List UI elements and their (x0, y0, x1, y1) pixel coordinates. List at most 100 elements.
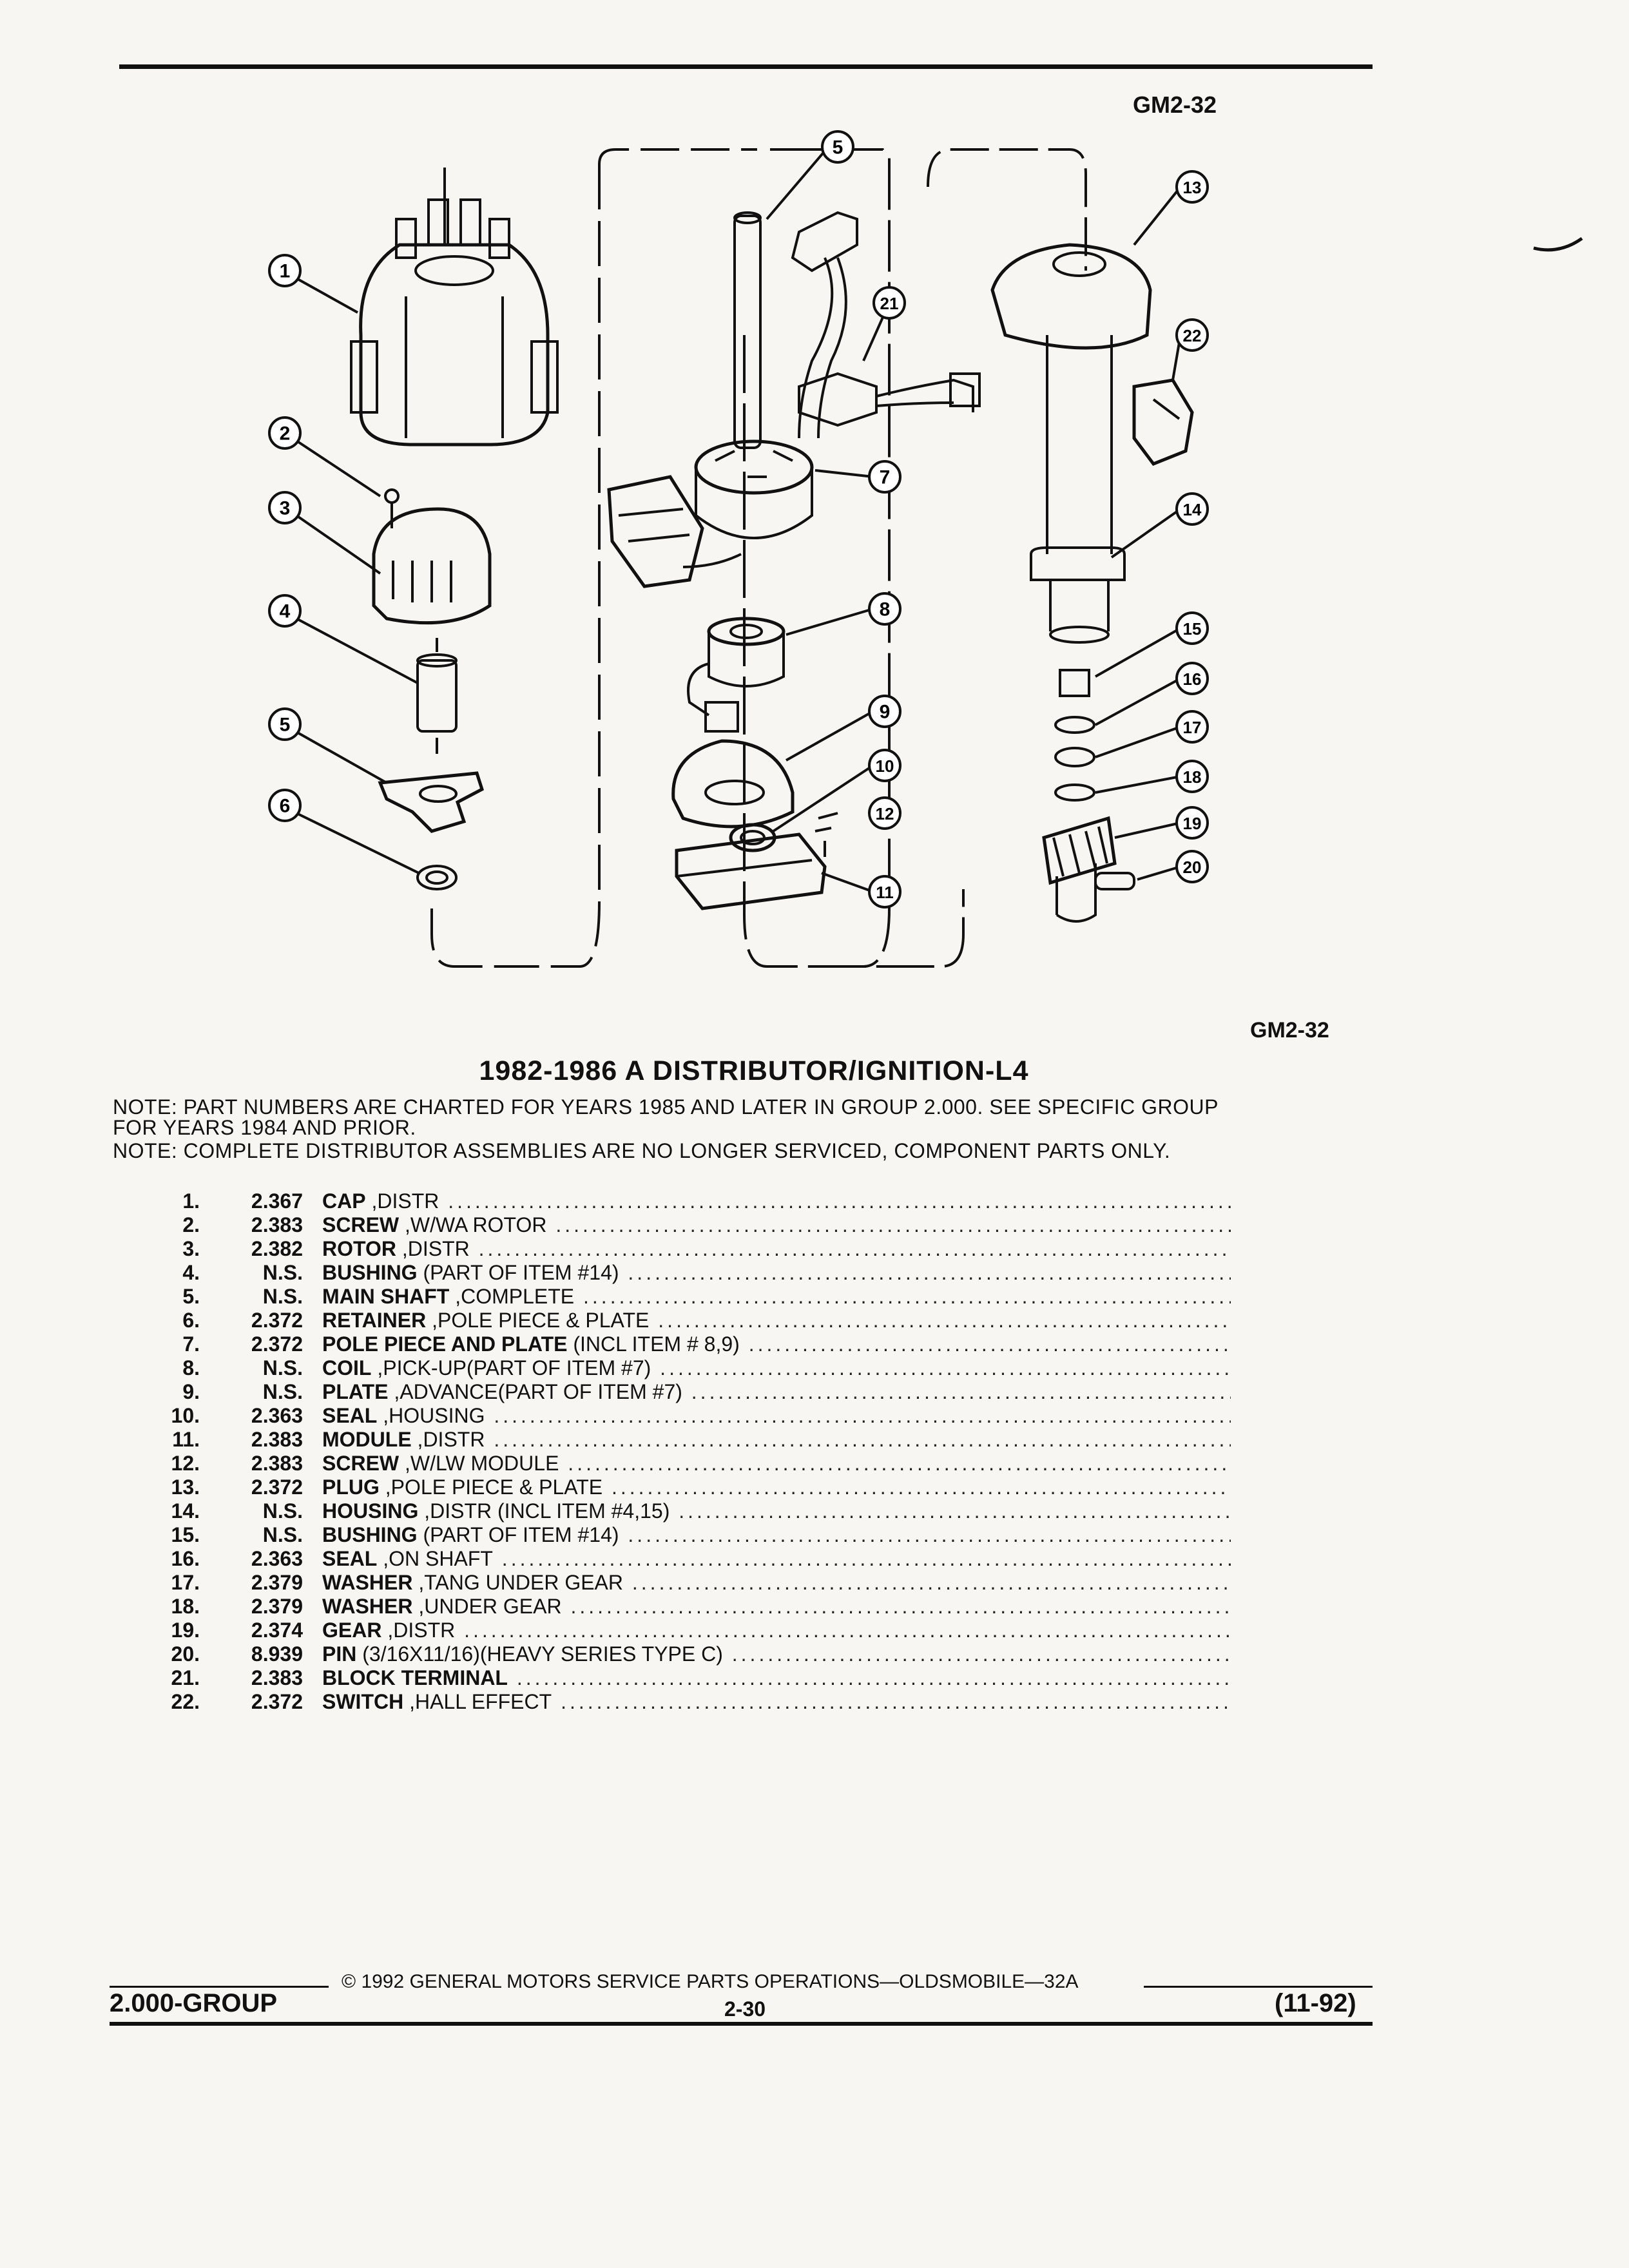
part-description: SCREW ,W/WA ROTOR ......................… (303, 1213, 1231, 1237)
part-item-number: 5. (182, 1285, 200, 1308)
part-detail: ,TANG UNDER GEAR (412, 1571, 623, 1594)
part-description: GEAR ,DISTR ............................… (303, 1619, 1231, 1642)
svg-text:1: 1 (280, 261, 291, 282)
leader-dots: ........................................… (570, 1595, 1231, 1618)
callout-12: 12 (868, 796, 901, 830)
part-item-number: 6. (182, 1309, 200, 1332)
part-detail: ,DISTR (381, 1619, 456, 1642)
part-group-number: 2.374 (251, 1619, 303, 1642)
part-name: POLE PIECE AND PLATE (322, 1332, 568, 1356)
callout-21: 21 (872, 286, 906, 320)
svg-text:5: 5 (833, 137, 843, 159)
callout-16: 16 (1175, 662, 1209, 695)
svg-text:10: 10 (876, 756, 894, 776)
part-item-number: 22. (171, 1690, 200, 1713)
part-group-number: 2.382 (251, 1237, 303, 1260)
callout-14: 14 (1175, 492, 1209, 526)
part-name: CAP (322, 1189, 366, 1213)
part-name: COIL (322, 1356, 372, 1379)
leader-dots: ........................................… (568, 1452, 1231, 1475)
leader-dots: ........................................… (731, 1642, 1231, 1666)
part-description: HOUSING ,DISTR (INCL ITEM #4,15) .......… (303, 1499, 1231, 1523)
part-group-number: N.S. (262, 1261, 303, 1284)
part-group-number: 2.372 (251, 1475, 303, 1499)
svg-text:2: 2 (280, 423, 291, 445)
figure-code-top: GM2-32 (1133, 91, 1217, 118)
leader-dots: ........................................… (583, 1285, 1231, 1308)
footer-rule-left (110, 1986, 329, 1988)
part-group-number: 2.383 (251, 1213, 303, 1236)
parts-row: 14.N.S.HOUSING ,DISTR (INCL ITEM #4,15) … (148, 1499, 1231, 1523)
part-description: SWITCH ,HALL EFFECT ....................… (303, 1690, 1231, 1714)
part-item-number: 20. (171, 1642, 200, 1666)
note-line-1: NOTE: PART NUMBERS ARE CHARTED FOR YEARS… (113, 1095, 1219, 1119)
part-item-number: 21. (171, 1666, 200, 1689)
leader-dots: ........................................… (631, 1571, 1231, 1594)
callout-8: 8 (868, 592, 901, 626)
callout-5-center: 5 (821, 130, 854, 164)
part-name: BUSHING (322, 1523, 418, 1546)
callout-15: 15 (1175, 611, 1209, 645)
figure-code-bottom: GM2-32 (1250, 1018, 1329, 1043)
top-rule (119, 64, 1373, 69)
callout-5-left: 5 (268, 707, 302, 741)
part-description: PLATE ,ADVANCE(PART OF ITEM #7) ........… (303, 1380, 1231, 1404)
callout-2: 2 (268, 416, 302, 450)
part-item-number: 2. (182, 1213, 200, 1236)
part-description: PLUG ,POLE PIECE & PLATE ...............… (303, 1475, 1231, 1499)
part-detail: ,DISTR (396, 1237, 470, 1260)
leader-dots: ........................................… (464, 1619, 1231, 1642)
part-group-number: N.S. (262, 1356, 303, 1379)
svg-text:4: 4 (280, 601, 291, 622)
page-title: 1982-1986 A DISTRIBUTOR/IGNITION-L4 (479, 1055, 1029, 1086)
leader-dots: ........................................… (611, 1475, 1231, 1499)
part-item-number: 1. (182, 1189, 200, 1213)
part-item-number: 15. (171, 1523, 200, 1546)
callout-7: 7 (868, 460, 901, 494)
part-name: RETAINER (322, 1309, 427, 1332)
part-group-number: N.S. (262, 1523, 303, 1546)
part-description: SEAL ,HOUSING ..........................… (303, 1404, 1231, 1428)
part-name: BUSHING (322, 1261, 418, 1284)
part-detail: ,DISTR (411, 1428, 485, 1451)
part-item-number: 10. (171, 1404, 200, 1427)
part-detail: ,UNDER GEAR (412, 1595, 562, 1618)
part-group-number: 2.372 (251, 1332, 303, 1356)
part-name: GEAR (322, 1619, 382, 1642)
leader-dots: ........................................… (448, 1189, 1231, 1213)
part-item-number: 12. (171, 1452, 200, 1475)
note-line-2: FOR YEARS 1984 AND PRIOR. (113, 1116, 416, 1139)
leader-dots: ........................................… (478, 1237, 1231, 1260)
part-name: HOUSING (322, 1499, 419, 1523)
svg-text:16: 16 (1183, 669, 1202, 689)
leader-dots: ........................................… (658, 1309, 1231, 1332)
part-item-number: 19. (171, 1619, 200, 1642)
leader-dots: ........................................… (494, 1428, 1231, 1451)
leader-dots: ........................................… (660, 1356, 1231, 1379)
leader-dots: ........................................… (555, 1213, 1231, 1236)
leader-dots: ........................................… (516, 1666, 1231, 1689)
svg-text:7: 7 (880, 467, 891, 488)
part-group-number: 2.367 (251, 1189, 303, 1213)
part-description: WASHER ,TANG UNDER GEAR ................… (303, 1571, 1231, 1595)
part-group-number: 2.383 (251, 1452, 303, 1475)
leader-dots: ........................................… (748, 1332, 1231, 1356)
svg-text:12: 12 (876, 804, 894, 823)
part-name: MODULE (322, 1428, 412, 1451)
part-detail: (PART OF ITEM #14) (417, 1261, 619, 1284)
callout-22: 22 (1175, 318, 1209, 352)
part-detail: ,POLE PIECE & PLATE (379, 1475, 603, 1499)
part-detail: ,ON SHAFT (377, 1547, 493, 1570)
part-group-number: 2.379 (251, 1595, 303, 1618)
part-detail: ,HALL EFFECT (403, 1690, 552, 1713)
